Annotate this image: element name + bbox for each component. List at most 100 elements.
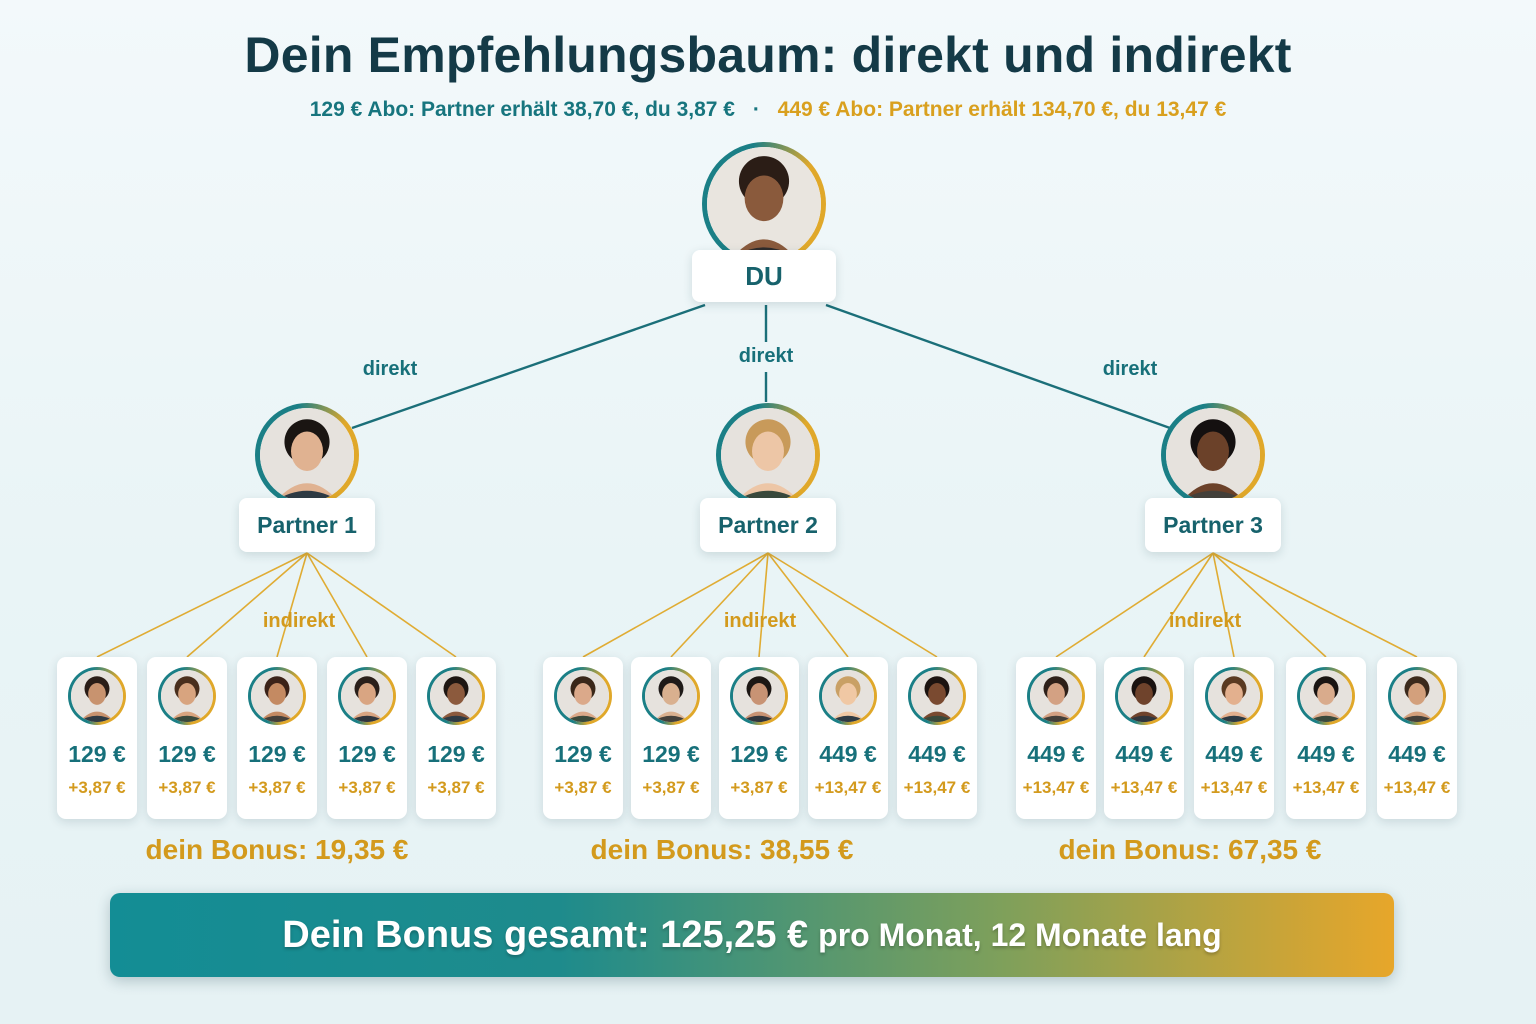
person-avatar-icon (911, 670, 963, 722)
indirect-edge (1213, 553, 1326, 657)
referral-commission: +13,47 € (1377, 778, 1457, 798)
referral-card[interactable]: 449 € +13,47 € (808, 657, 888, 819)
edge-label-direct-3: direkt (1103, 358, 1157, 381)
person-avatar-icon (557, 670, 609, 722)
referral-card[interactable]: 129 € +3,87 € (719, 657, 799, 819)
referral-avatar (819, 667, 877, 725)
indirect-edge (307, 553, 367, 657)
person-avatar-icon (71, 670, 123, 722)
referral-avatar (68, 667, 126, 725)
referral-card[interactable]: 129 € +3,87 € (543, 657, 623, 819)
referral-card[interactable]: 449 € +13,47 € (1194, 657, 1274, 819)
referral-price: 449 € (1194, 741, 1274, 768)
person-avatar-icon (1118, 670, 1170, 722)
partner-label-text: Partner 3 (1163, 512, 1263, 539)
referral-price: 449 € (1377, 741, 1457, 768)
referral-price: 449 € (1104, 741, 1184, 768)
partner-label-text: Partner 2 (718, 512, 818, 539)
referral-price: 129 € (147, 741, 227, 768)
referral-commission: +3,87 € (719, 778, 799, 798)
partner-label-1: Partner 1 (239, 498, 375, 552)
person-avatar-icon (430, 670, 482, 722)
referral-price: 129 € (416, 741, 496, 768)
referral-avatar (1388, 667, 1446, 725)
referral-card[interactable]: 129 € +3,87 € (147, 657, 227, 819)
person-avatar-icon (1030, 670, 1082, 722)
person-avatar-icon (1300, 670, 1352, 722)
person-avatar-icon (645, 670, 697, 722)
person-avatar-icon (341, 670, 393, 722)
referral-avatar (1027, 667, 1085, 725)
person-avatar-icon (1118, 670, 1170, 722)
referral-card[interactable]: 129 € +3,87 € (57, 657, 137, 819)
edge-label-indirect-3: indirekt (1169, 610, 1241, 633)
referral-avatar (554, 667, 612, 725)
person-avatar-icon (721, 408, 815, 502)
referral-commission: +13,47 € (1194, 778, 1274, 798)
indirect-edge (768, 553, 937, 657)
referral-commission: +3,87 € (631, 778, 711, 798)
referral-price: 129 € (237, 741, 317, 768)
person-avatar-icon (260, 408, 354, 502)
referral-commission: +13,47 € (1104, 778, 1184, 798)
referral-card[interactable]: 449 € +13,47 € (1286, 657, 1366, 819)
referral-card[interactable]: 449 € +13,47 € (1104, 657, 1184, 819)
person-avatar-icon (1391, 670, 1443, 722)
partner-avatar-1[interactable] (255, 403, 359, 507)
person-avatar-icon (557, 670, 609, 722)
partner-avatar-2[interactable] (716, 403, 820, 507)
referral-avatar (338, 667, 396, 725)
person-avatar-icon (733, 670, 785, 722)
person-avatar-icon (822, 670, 874, 722)
root-avatar[interactable] (702, 142, 826, 266)
person-avatar-icon (1391, 670, 1443, 722)
referral-card[interactable]: 449 € +13,47 € (1016, 657, 1096, 819)
partner-bonus-2: dein Bonus: 38,55 € (591, 834, 854, 866)
person-avatar-icon (1300, 670, 1352, 722)
person-avatar-icon (430, 670, 482, 722)
referral-commission: +3,87 € (57, 778, 137, 798)
edge-label-indirect-2: indirekt (724, 610, 796, 633)
referral-price: 449 € (808, 741, 888, 768)
root-label-text: DU (745, 261, 783, 292)
referral-commission: +13,47 € (1016, 778, 1096, 798)
referral-commission: +3,87 € (147, 778, 227, 798)
root-label: DU (692, 250, 836, 302)
referral-price: 129 € (631, 741, 711, 768)
person-avatar-icon (721, 408, 815, 502)
indirect-edge (97, 553, 307, 657)
indirect-edge (1144, 553, 1213, 657)
referral-commission: +13,47 € (1286, 778, 1366, 798)
referral-price: 449 € (1286, 741, 1366, 768)
partner-avatar-3[interactable] (1161, 403, 1265, 507)
referral-card[interactable]: 129 € +3,87 € (416, 657, 496, 819)
referral-commission: +13,47 € (808, 778, 888, 798)
edge-label-direct-1: direkt (363, 358, 417, 381)
person-avatar-icon (341, 670, 393, 722)
partner-bonus-1: dein Bonus: 19,35 € (146, 834, 409, 866)
indirect-edge (277, 553, 307, 657)
referral-card[interactable]: 129 € +3,87 € (327, 657, 407, 819)
referral-commission: +3,87 € (327, 778, 407, 798)
referral-commission: +3,87 € (237, 778, 317, 798)
edge-label-indirect-1: indirekt (263, 610, 335, 633)
referral-avatar (908, 667, 966, 725)
referral-commission: +13,47 € (897, 778, 977, 798)
person-avatar-icon (1166, 408, 1260, 502)
indirect-edge (759, 553, 768, 657)
person-avatar-icon (733, 670, 785, 722)
referral-card[interactable]: 449 € +13,47 € (1377, 657, 1457, 819)
referral-card[interactable]: 129 € +3,87 € (631, 657, 711, 819)
referral-avatar (1297, 667, 1355, 725)
referral-avatar (1205, 667, 1263, 725)
indirect-edge (1213, 553, 1417, 657)
referral-card[interactable]: 449 € +13,47 € (897, 657, 977, 819)
total-bonus-main: Dein Bonus gesamt: 125,25 € (282, 914, 808, 957)
indirect-edge (768, 553, 848, 657)
referral-avatar (427, 667, 485, 725)
indirect-edge (583, 553, 768, 657)
referral-price: 449 € (897, 741, 977, 768)
referral-card[interactable]: 129 € +3,87 € (237, 657, 317, 819)
referral-commission: +3,87 € (416, 778, 496, 798)
indirect-edge (1056, 553, 1213, 657)
